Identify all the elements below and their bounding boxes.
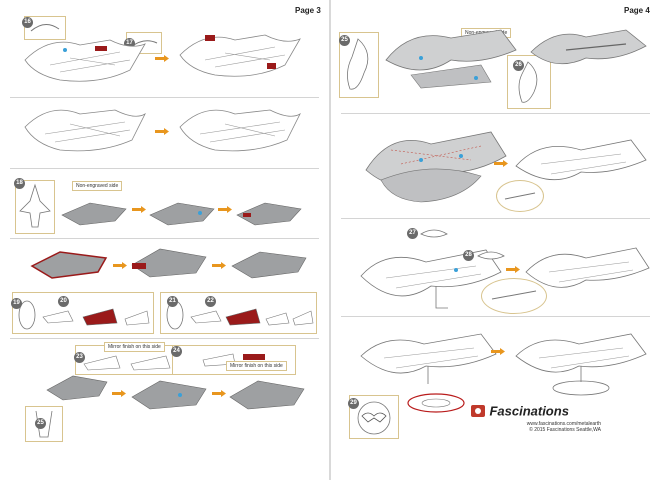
part-sketch (18, 300, 150, 330)
row-separator (10, 338, 319, 339)
batwing-assembly-illustration (360, 249, 502, 309)
metal-part-illustration (149, 202, 215, 226)
step-arrow (112, 390, 126, 397)
row-separator (10, 97, 319, 98)
brand-url[interactable]: www.fascinations.com/metalearth (526, 421, 601, 427)
row-separator (341, 218, 650, 219)
part-sketch (504, 192, 536, 200)
step-badge-27: 27 (407, 228, 418, 239)
detail-magnifier (481, 278, 547, 314)
batwing-assembly-illustration (385, 29, 517, 89)
step-arrow (212, 262, 226, 269)
brand-copyright: © 2015 Fascinations Seattle,WA (529, 427, 601, 433)
step-badge-16: 16 (22, 17, 33, 28)
row-separator (10, 168, 319, 169)
batwing-assembly-illustration (515, 333, 647, 396)
step-badge-25: 25 (339, 35, 350, 46)
batwing-assembly-illustration (515, 139, 647, 181)
step-arrow (212, 390, 226, 397)
metal-part-illustration (46, 375, 108, 401)
metal-part-illustration (131, 380, 207, 410)
step-arrow (155, 55, 169, 62)
batwing-assembly-illustration (525, 247, 650, 288)
step-arrow (506, 266, 520, 273)
metal-part-illustration (229, 380, 305, 410)
part-sketch (30, 24, 60, 32)
page-3-title: Page 3 (295, 6, 321, 15)
batwing-assembly-illustration (360, 333, 497, 384)
part-sketch (347, 38, 369, 90)
step-badge-20: 20 (58, 296, 69, 307)
non-engraved-side-label: Non-engraved side (72, 181, 123, 191)
display-stand-base (407, 393, 465, 413)
step-badge-28: 28 (463, 250, 474, 261)
brand-name: Fascinations (489, 403, 569, 419)
batwing-assembly-illustration (530, 29, 647, 65)
mirror-finish-label: Mirror finish on this side (104, 342, 165, 352)
batwing-assembly-illustration (179, 34, 301, 77)
mirror-finish-side-label: Mirror finish on this side (226, 361, 287, 371)
part-sketch (491, 290, 537, 300)
part-sketch (420, 229, 448, 238)
step-arrow (218, 206, 232, 213)
part-sketch (83, 355, 171, 371)
step-badge-24: 24 (171, 346, 182, 357)
step-badge-17: 17 (124, 38, 135, 49)
row-separator (341, 316, 650, 317)
step-badge-18: 18 (14, 178, 25, 189)
batwing-assembly-illustration (24, 39, 146, 82)
detail-box-step-18 (15, 180, 55, 234)
page-4: Page 4 25 Non-engraved side 26 27 (331, 0, 660, 480)
metal-part-illustration (231, 251, 307, 279)
row-separator (10, 238, 319, 239)
fascinations-logo-icon (471, 404, 485, 417)
page-3: Page 3 16 17 18 Non-engraved side (0, 0, 329, 480)
detail-box-step-21 (160, 292, 317, 334)
brand-block: Fascinations www.fascinations.com/metale… (471, 402, 601, 433)
batwing-assembly-illustration (365, 131, 507, 203)
row-separator (341, 113, 650, 114)
metal-part-illustration (61, 202, 127, 226)
step-arrow (155, 128, 169, 135)
part-sketch (477, 251, 505, 260)
metal-part-illustration (236, 202, 302, 226)
part-sketch (357, 401, 391, 435)
detail-box-step-19-20 (12, 292, 154, 334)
part-sketch (19, 183, 51, 228)
batwing-assembly-illustration (24, 109, 146, 152)
step-badge-23: 23 (74, 352, 85, 363)
step-arrow (113, 262, 127, 269)
detail-box-step-29 (349, 395, 399, 439)
batwing-assembly-illustration (179, 109, 301, 152)
metal-part-illustration (30, 251, 108, 279)
page-gutter (329, 0, 331, 480)
detail-magnifier (496, 180, 544, 212)
metal-part-illustration (131, 248, 207, 278)
part-sketch (518, 61, 538, 103)
step-arrow (491, 348, 505, 355)
step-badge-26: 26 (513, 60, 524, 71)
detail-box-step-25 (339, 32, 379, 98)
step-badge-29: 29 (348, 398, 359, 409)
page-4-title: Page 4 (624, 6, 650, 15)
step-badge-25: 25 (35, 418, 46, 429)
step-badge-21: 21 (167, 296, 178, 307)
step-arrow (132, 206, 146, 213)
part-sketch (166, 300, 314, 330)
step-badge-22: 22 (205, 296, 216, 307)
step-badge-19: 19 (11, 298, 22, 309)
detail-box-step-26 (507, 55, 551, 109)
step-arrow (494, 160, 508, 167)
